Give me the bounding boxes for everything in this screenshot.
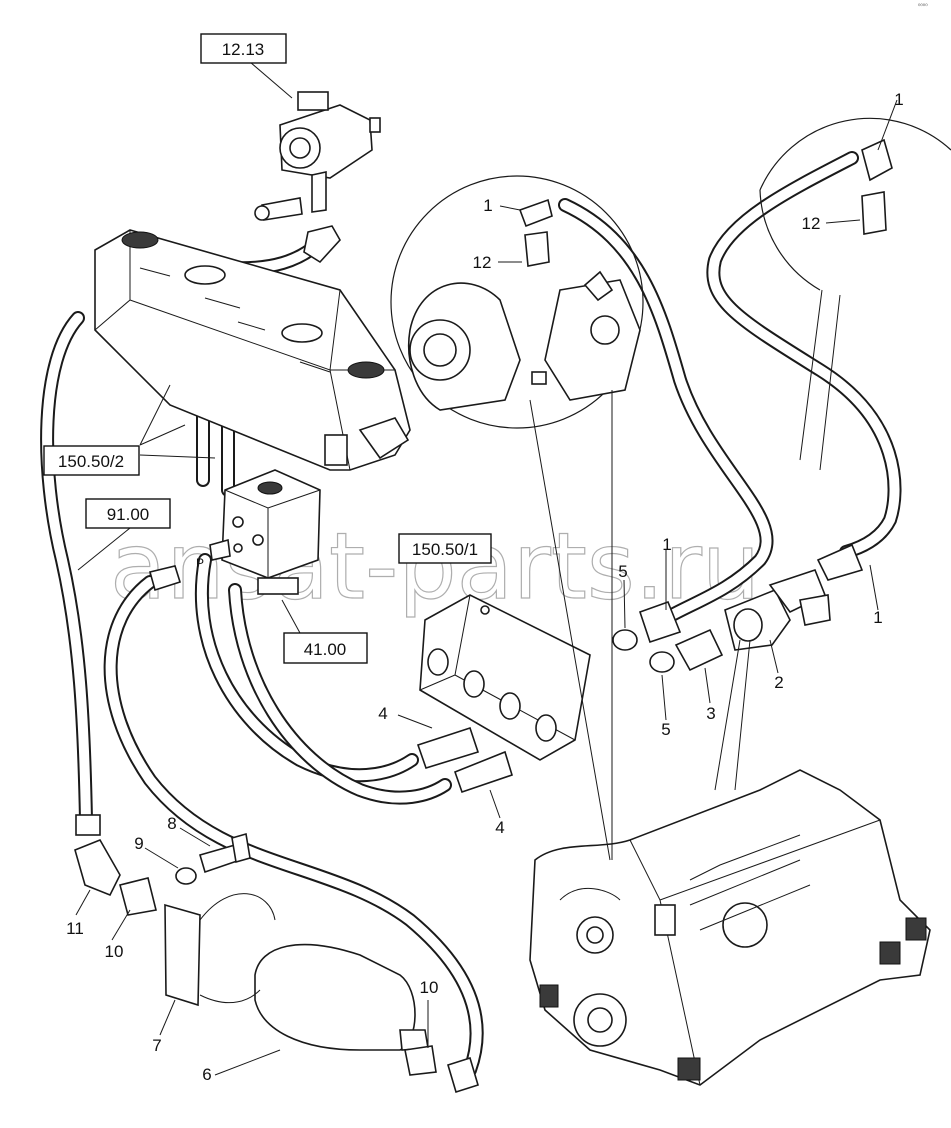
engine-leader-lines [529,390,613,861]
valve-cover-icon [94,229,411,471]
ref-box-41-00[interactable]: 41.00 [283,632,368,664]
callout-4-upper: 4 [378,704,387,723]
callout-1-center: 1 [662,535,671,554]
callout-9: 9 [134,834,143,853]
callout-11: 11 [66,919,84,938]
engine-icon [529,390,931,1086]
leader-lines [75,61,898,1076]
ref-box-12-13[interactable]: 12.13 [200,33,287,64]
bolt-and-washer [175,832,251,885]
callout-1-detail-left: 1 [483,196,492,215]
callout-5-upper: 5 [618,562,627,581]
callout-1-detail-right: 1 [894,90,903,109]
callout-10-left: 10 [105,942,124,961]
callout-3: 3 [706,704,715,723]
fitting-4-parts [416,726,513,794]
ref-label-12-13: 12.13 [222,40,265,59]
port-label-p: P [196,556,204,570]
elbow-fitting-left [74,814,157,916]
center-fittings [612,543,864,673]
callout-10-right: 10 [420,978,439,997]
callout-8: 8 [167,814,176,833]
compressor-pump-icon [254,91,381,264]
ref-box-91-00[interactable]: 91.00 [85,498,171,529]
hydraulic-valve-block-icon [149,469,321,595]
ref-label-91-00: 91.00 [107,505,150,524]
ref-label-150-50-1: 150.50/1 [412,540,478,559]
manifold-plate-icon [419,594,591,761]
callout-5-lower: 5 [661,720,670,739]
callout-12-detail-right: 12 [802,214,821,233]
callouts: 1 12 1 12 1 1 2 3 5 5 4 4 8 9 10 10 11 7… [66,90,904,1084]
ref-label-41-00: 41.00 [304,640,347,659]
callout-7: 7 [152,1036,161,1055]
accumulator-icon [164,893,479,1094]
ref-box-150-50-1[interactable]: 150.50/1 [398,533,492,564]
ref-label-150-50-2: 150.50/2 [58,452,124,471]
corner-mark: ⁰⁰⁰⁰ [918,3,928,10]
callout-2: 2 [774,673,783,692]
callout-12-detail-left: 12 [473,253,492,272]
callout-6: 6 [202,1065,211,1084]
detail-circle-left [390,175,644,429]
detail-circle-right [759,117,951,291]
callout-4-lower: 4 [495,818,504,837]
callout-1-right: 1 [873,608,882,627]
ref-box-150-50-2[interactable]: 150.50/2 [43,445,140,476]
watermark: ansat-parts.ru [110,513,760,620]
